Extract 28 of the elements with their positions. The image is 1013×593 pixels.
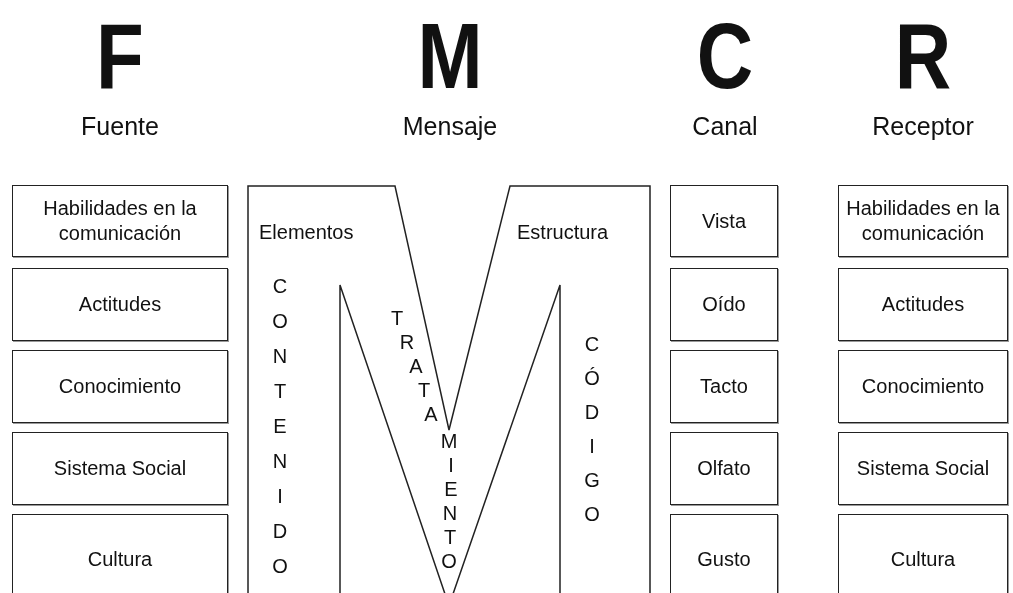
text-box: Habilidades en la comunicación bbox=[838, 185, 1008, 257]
text-box: Conocimiento bbox=[838, 350, 1008, 423]
initial-letter: F bbox=[95, 10, 145, 102]
vertical-word: CÓDIGO bbox=[584, 333, 600, 525]
text-box: Actitudes bbox=[12, 268, 228, 341]
column-heading: Mensaje bbox=[401, 112, 499, 141]
section-heading: Estructura bbox=[517, 221, 609, 244]
initial-letter: M bbox=[416, 10, 484, 102]
column-heading: Canal bbox=[691, 112, 759, 141]
text-box: Olfato bbox=[670, 432, 778, 505]
text-box: Gusto bbox=[670, 514, 778, 593]
text-box: Actitudes bbox=[838, 268, 1008, 341]
column-heading: Fuente bbox=[80, 112, 160, 141]
section-heading: Elementos bbox=[259, 221, 354, 244]
text-box: Conocimiento bbox=[12, 350, 228, 423]
text-box: Habilidades en la comunicación bbox=[12, 185, 228, 257]
text-box: Vista bbox=[670, 185, 778, 257]
text-box: Cultura bbox=[12, 514, 228, 593]
vertical-word: TRATAMIENTO bbox=[390, 307, 458, 572]
text-box: Tacto bbox=[670, 350, 778, 423]
column-heading: Receptor bbox=[871, 112, 975, 141]
initial-letter: R bbox=[893, 10, 953, 102]
initial-letter: C bbox=[695, 10, 755, 102]
text-box: Cultura bbox=[838, 514, 1008, 593]
text-box: Oído bbox=[670, 268, 778, 341]
text-box: Sistema Social bbox=[838, 432, 1008, 505]
text-box: Sistema Social bbox=[12, 432, 228, 505]
vertical-word: CONTENIDO bbox=[272, 275, 288, 577]
